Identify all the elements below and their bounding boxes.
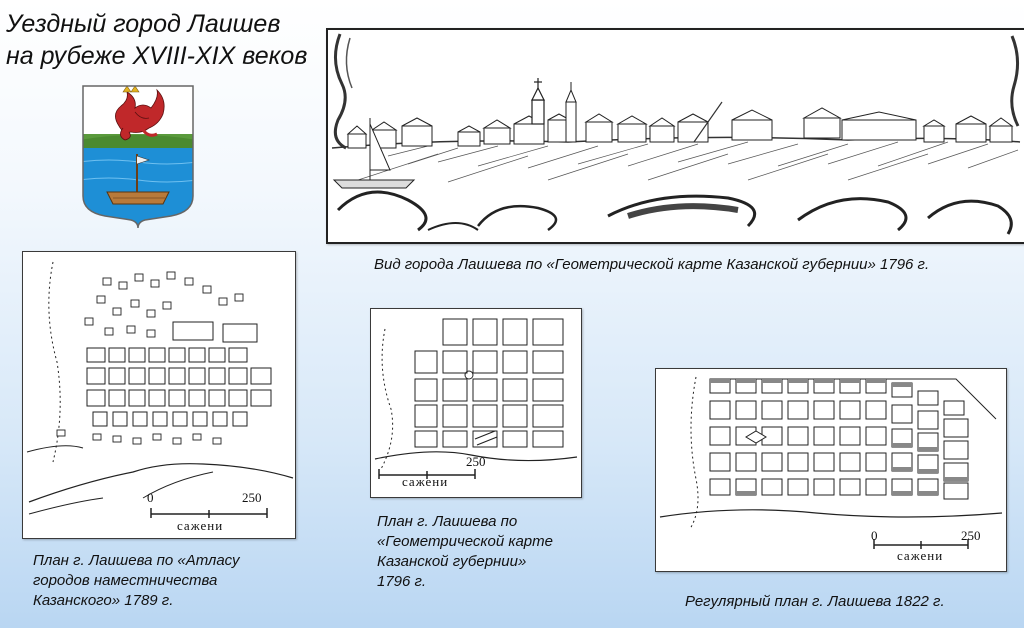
page-title: Уездный город Лаишев на рубеже XVIII-XIX… bbox=[6, 8, 326, 72]
panorama-image bbox=[326, 28, 1024, 244]
page-title-line-2: на рубеже XVIII-XIX веков bbox=[6, 42, 308, 70]
plan-1796-caption-line-2: «Геометрической карте bbox=[377, 533, 553, 550]
plan-1789-image bbox=[22, 251, 296, 539]
plan-1796-caption: План г. Лаишева по «Геометрической карте… bbox=[377, 512, 553, 592]
plan-1822-scale-unit: сажени bbox=[897, 548, 944, 563]
plan-1822-scale-max: 250 bbox=[961, 528, 981, 543]
plan-1789-scale-unit: сажени bbox=[177, 518, 224, 533]
plan-1789-caption-line-2: городов наместничества bbox=[33, 572, 218, 589]
plan-1796-caption-line-3: Казанской губернии» bbox=[377, 553, 527, 570]
plan-1796-scale-max: 250 bbox=[466, 454, 486, 469]
panorama-caption: Вид города Лаишева по «Геометрической ка… bbox=[374, 256, 930, 273]
plan-1822-caption: Регулярный план г. Лаишева 1822 г. bbox=[685, 593, 945, 610]
plan-1822-image bbox=[655, 368, 1007, 572]
page-title-line-1: Уездный город Лаишев bbox=[6, 10, 281, 38]
dragon-icon bbox=[115, 85, 165, 141]
plan-1789-scale-max: 250 bbox=[242, 490, 262, 505]
coat-of-arms bbox=[79, 84, 197, 230]
plan-1789-caption-line-3: Казанского» 1789 г. bbox=[33, 592, 174, 609]
plan-1789-caption: План г. Лаишева по «Атласу городов намес… bbox=[33, 551, 240, 611]
plan-1789-caption-line-1: План г. Лаишева по «Атласу bbox=[33, 552, 240, 569]
boat-icon bbox=[106, 154, 170, 205]
plan-1796-caption-line-4: 1796 г. bbox=[377, 573, 427, 590]
plan-1796-scale-unit: сажени bbox=[402, 474, 449, 489]
plan-1789-scale-zero: 0 bbox=[147, 490, 154, 505]
plan-1796-image bbox=[370, 308, 582, 498]
plan-1796-caption-line-1: План г. Лаишева по bbox=[377, 513, 518, 530]
plan-1822-scale-zero: 0 bbox=[871, 528, 878, 543]
